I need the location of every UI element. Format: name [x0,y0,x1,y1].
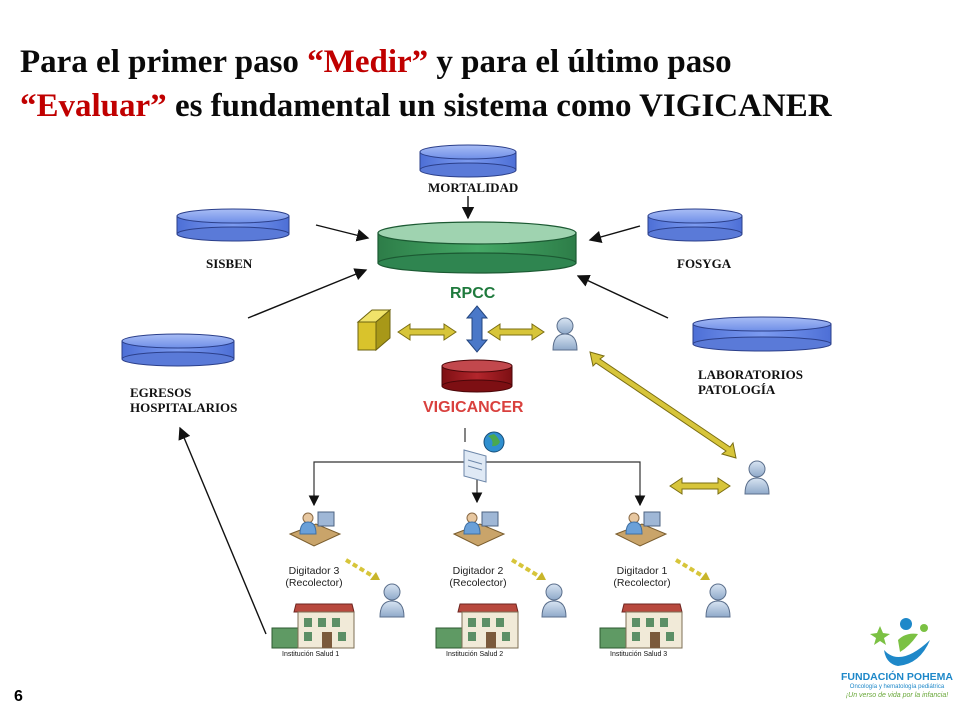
building-icon-3 [599,603,683,649]
digitizer-dashed-arrows [344,558,708,580]
brand-subtitle: Oncología y hematología pediátrica [849,684,945,690]
user-icon-digitizer-1 [705,583,731,618]
title-part3: es fundamental un sistema como VIGICANER [166,88,832,124]
label-digitizer-2: Digitador 2 (Recolector) [436,565,520,589]
slide-number: 6 [14,688,23,705]
label-institution-3: Institución Salud 3 [610,651,668,658]
label-mortalidad: MORTALIDAD [428,180,519,195]
user-icon-digitizer-3 [379,583,405,618]
digitizer-1-name: Digitador 1 [616,565,668,577]
label-sisben: SISBEN [206,256,253,271]
globe-icon [483,431,505,453]
digitizer-2-name: Digitador 2 [452,565,504,577]
db-rpcc [377,221,577,274]
label-laboratorios: LABORATORIOS PATOLOGÍA [698,367,803,397]
label-digitizer-3: Digitador 3 (Recolector) [272,565,356,589]
user-icon-laboratory [744,460,770,495]
brand-name: FUNDACIÓN POHEMA [841,671,953,683]
rpcc-vigicancer-link [465,305,489,353]
title-part1: Para el primer paso [20,44,308,80]
workstation-icon-1 [614,511,668,547]
label-laboratorios-line1: LABORATORIOS [698,367,803,382]
slide-title: Para el primer paso “Medir” y para el úl… [20,40,940,128]
db-egresos [121,333,235,367]
digitizer-dashed-arrowheads [370,572,710,580]
label-egresos-line1: EGRESOS [130,385,192,400]
user-icon-digitizer-2 [541,583,567,618]
label-rpcc: RPCC [450,285,496,302]
digitizer-2-role: (Recolector) [449,577,507,589]
workstation-icon-2 [452,511,506,547]
title-step-evaluar: “Evaluar” [20,88,167,124]
db-laboratorios [692,316,832,352]
digitizer-1-role: (Recolector) [613,577,671,589]
title-step-medir: “Medir” [307,44,429,80]
cube-icon [356,308,392,352]
yellow-double-arrows [397,323,737,495]
digitizer-3-role: (Recolector) [285,577,343,589]
web-document-icon [463,449,487,483]
building-icon-2 [435,603,519,649]
pohema-logo-icon [870,618,930,666]
label-vigicancer: VIGICANCER [423,399,524,416]
label-institution-2: Institución Salud 2 [446,651,504,658]
source-arrows [178,196,669,635]
label-fosyga: FOSYGA [677,256,732,271]
db-sisben [176,208,290,242]
label-institution-1: Institución Salud 1 [282,651,340,658]
db-vigicancer [441,359,513,393]
label-egresos: EGRESOS HOSPITALARIOS [130,385,237,415]
user-icon-rpcc [552,317,578,351]
building-icon-1 [271,603,355,649]
brand-block: FUNDACIÓN POHEMA Oncología y hematología… [838,671,956,701]
brand-tagline: ¡Un verso de vida por la infancia! [845,692,949,699]
label-egresos-line2: HOSPITALARIOS [130,400,238,415]
title-part2: y para el último paso [428,44,732,80]
db-mortalidad [419,144,517,178]
label-laboratorios-line2: PATOLOGÍA [698,382,776,397]
label-digitizer-1: Digitador 1 (Recolector) [600,565,684,589]
workstation-icon-3 [288,511,342,547]
digitizer-3-name: Digitador 3 [288,565,340,577]
db-fosyga [647,208,743,242]
